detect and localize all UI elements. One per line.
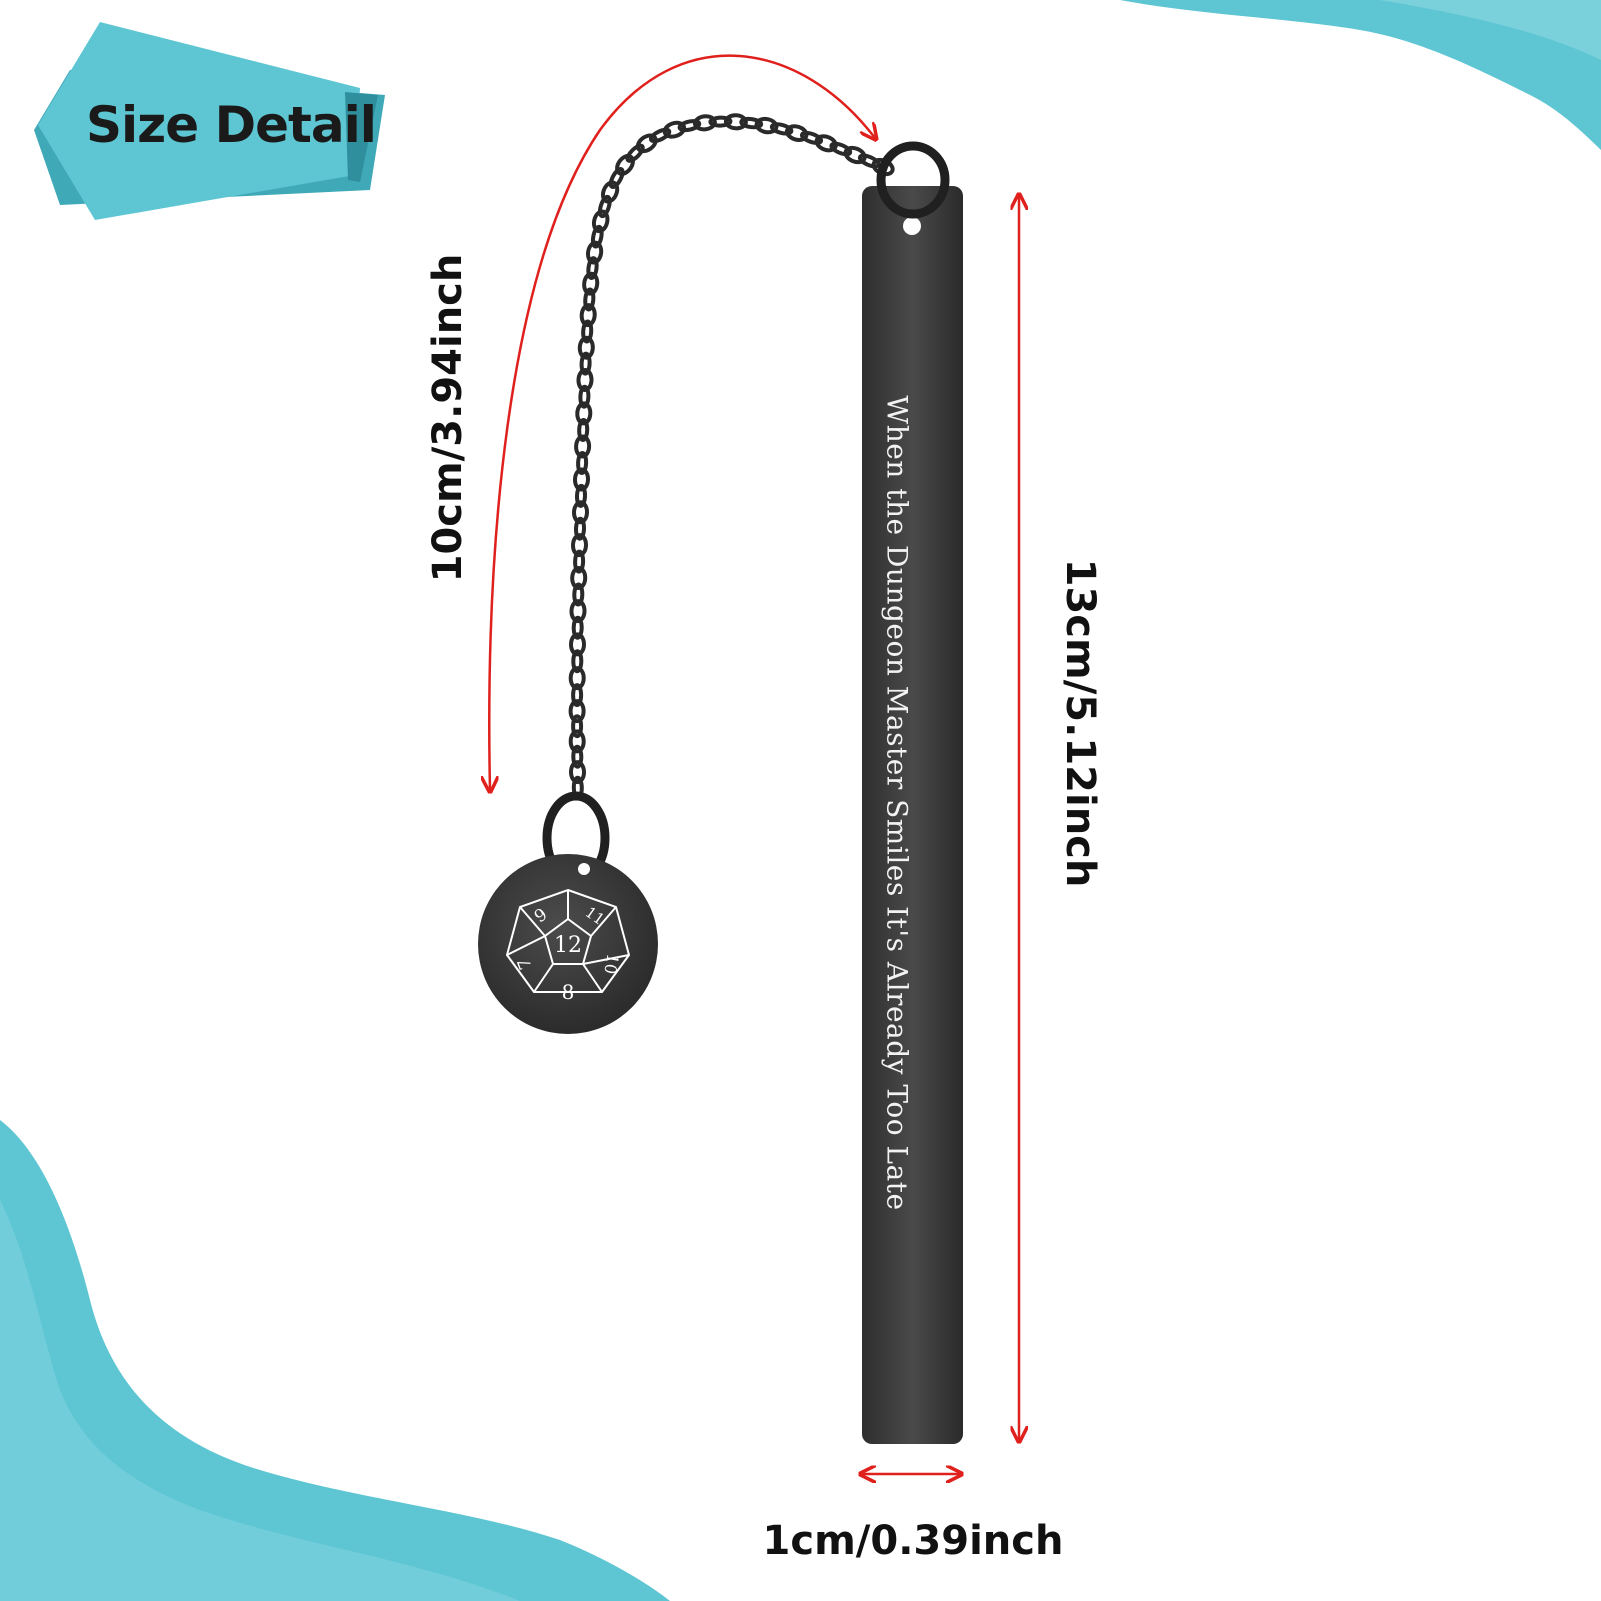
chain-link	[583, 287, 596, 312]
bookmark-bar	[862, 141, 963, 1444]
chain-link	[769, 122, 794, 136]
chain-link	[568, 760, 587, 785]
chain-link	[600, 180, 620, 204]
die-face-right: 10	[600, 952, 622, 975]
chain-link	[574, 483, 588, 508]
d12-dice-icon	[505, 888, 631, 993]
chain-link	[814, 134, 838, 153]
chain-link	[608, 167, 625, 189]
chain-link	[829, 141, 853, 157]
chain-link	[573, 516, 587, 541]
teal-wave-top-right	[1120, 0, 1601, 150]
die-face-bottom: 8	[562, 980, 575, 1004]
size-detail-title: Size Detail	[86, 96, 377, 154]
chain-link	[572, 467, 591, 492]
chain-link	[635, 133, 658, 154]
chain-link	[571, 744, 584, 769]
bar-jump-ring	[876, 141, 950, 219]
chain-link	[582, 271, 600, 296]
chain-link	[576, 451, 589, 475]
chain-link	[571, 500, 590, 525]
chain-link	[648, 127, 672, 144]
chain-link	[576, 368, 594, 392]
chain-link	[739, 116, 764, 130]
chain-link	[579, 303, 597, 328]
chain-link	[572, 582, 585, 607]
bar-height-label: 13cm/5.12inch	[1057, 558, 1103, 888]
chain-link	[708, 115, 733, 128]
dice-pendant: 12 11 10 8 7 9	[478, 791, 658, 1034]
chain-link	[573, 549, 586, 574]
chain-link	[570, 566, 588, 590]
chain-link	[575, 401, 593, 426]
chain-link	[571, 683, 584, 708]
chain-link	[784, 124, 809, 142]
teal-wave-bottom-left	[0, 1120, 670, 1601]
chain-link	[615, 153, 635, 176]
bookmark-chain	[568, 113, 895, 800]
size-detail-banner	[34, 22, 385, 220]
chain-link	[571, 714, 584, 739]
chain-link	[586, 256, 599, 281]
chain-length-label: 10cm/3.94inch	[425, 253, 471, 583]
chain-link	[577, 418, 590, 442]
die-face-center: 12	[554, 933, 582, 958]
pendant-hole	[578, 863, 590, 875]
bar-hole	[903, 217, 921, 235]
chain-link	[578, 384, 591, 409]
chain-link	[570, 533, 589, 558]
chain-link	[723, 113, 748, 131]
teal-wave-top-right-shade	[1380, 0, 1601, 60]
chain-length-arrow	[489, 54, 875, 790]
chain-link	[677, 119, 702, 133]
chain-link	[568, 632, 587, 657]
chain-link	[574, 434, 592, 459]
chain-link	[579, 351, 592, 376]
chain-link	[662, 120, 687, 139]
chain-link	[597, 194, 612, 219]
chain-link	[568, 666, 586, 691]
chain-link	[625, 143, 645, 163]
chain-link	[577, 335, 595, 360]
chain-link	[843, 145, 867, 165]
bookmark-inscription: When the Dungeon Master Smiles It's Alre…	[880, 395, 914, 1211]
chain-link	[754, 116, 779, 135]
chain-link	[857, 153, 881, 169]
chain-link	[569, 599, 587, 624]
chain-link	[571, 615, 584, 640]
teal-wave-bottom-left-shade	[0, 1200, 520, 1601]
chain-link	[581, 319, 594, 344]
chain-link	[568, 699, 586, 724]
chain-link	[590, 224, 604, 249]
chain-link	[799, 130, 824, 145]
chain-link	[585, 240, 604, 265]
chain-link	[591, 209, 610, 234]
chain-link	[568, 729, 586, 754]
chain-link	[692, 114, 717, 132]
bar-width-label: 1cm/0.39inch	[762, 1518, 1064, 1564]
chain-link	[571, 649, 584, 674]
